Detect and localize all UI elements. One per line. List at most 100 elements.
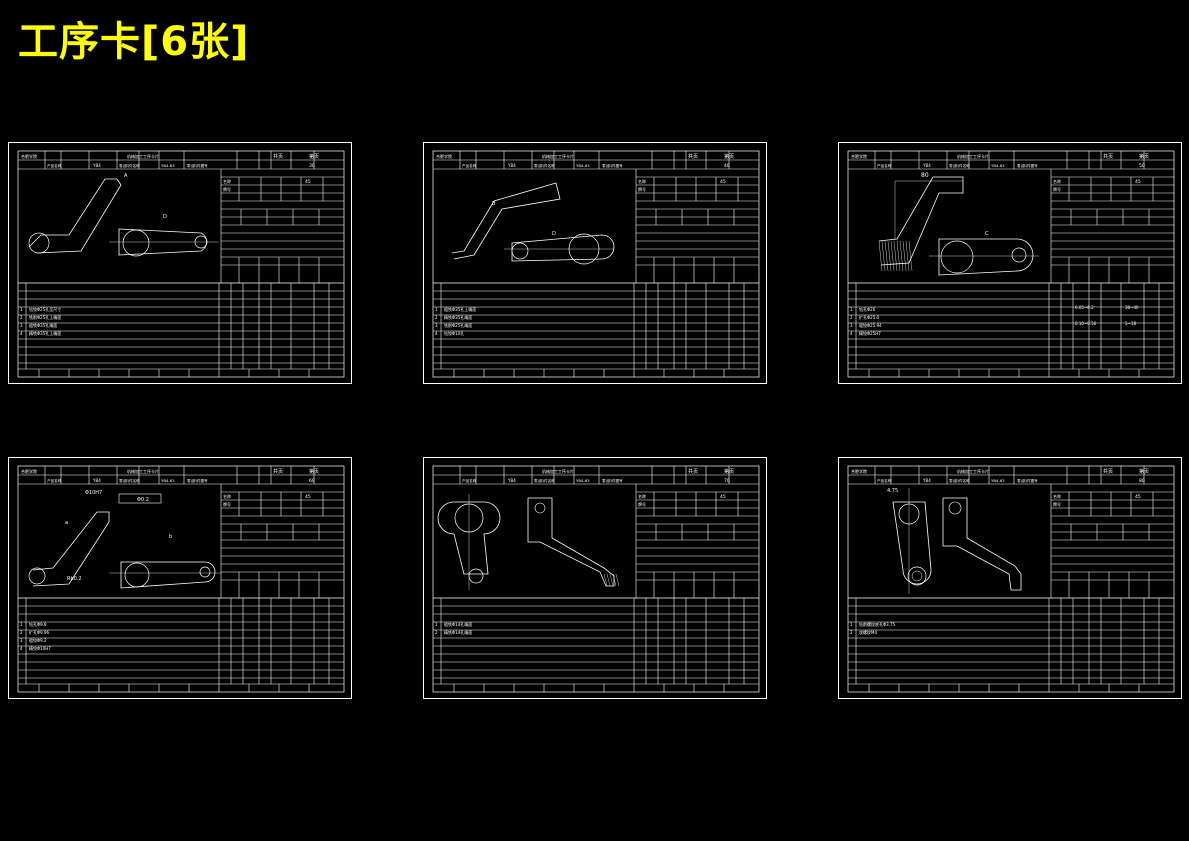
step-number: 2 (850, 630, 853, 635)
cutting-value: 5~18 (1125, 321, 1136, 326)
process-step: 粗铣Φ35孔上端面 (444, 306, 476, 312)
step-number: 4 (435, 331, 438, 336)
school-name: 合肥学院 (851, 468, 867, 474)
product-name-label: 产品名称 (462, 478, 477, 483)
process-number: 60 (309, 478, 315, 484)
step-number: 3 (20, 638, 23, 643)
hatch-line (606, 573, 611, 587)
card-title: 机械加工工序卡片 (542, 153, 574, 159)
process-step: 钻铰Φ10孔 (444, 330, 464, 336)
step-number: 2 (20, 630, 23, 635)
page-count: 共页 (688, 468, 698, 475)
material-name-label: 名称 (1053, 493, 1061, 499)
dimension-label: Rb0.2 (67, 576, 82, 582)
side-bore (948, 501, 962, 515)
part-name-label: 零(部)件名称 (534, 163, 555, 168)
part-name: YB4-63 (161, 478, 175, 483)
process-step: 粗铰Φ9.2 (29, 637, 47, 643)
cutting-value: 6.05~6.2 (1075, 305, 1094, 310)
process-step: 精铰Φ25H7 (859, 330, 881, 336)
part-name: YB4-63 (991, 478, 1005, 483)
card-title: 机械加工工序卡片 (127, 468, 159, 474)
process-step: 精铣Φ35孔上端面 (29, 330, 61, 336)
step-number: 1 (435, 622, 438, 627)
step-number: 2 (850, 315, 853, 320)
product-name-label: 产品名称 (47, 163, 62, 168)
inner-frame (432, 465, 760, 693)
part-profile (32, 511, 110, 587)
dimension-label: D (552, 231, 556, 237)
dimension-label: 4.75 (887, 488, 898, 494)
large-bore (124, 562, 150, 588)
process-number: 40 (724, 163, 730, 169)
dimension-label: Φ10H7 (85, 490, 102, 496)
hole-boss (28, 567, 46, 585)
part-drawing-label: 零(部)件图号 (1017, 478, 1038, 483)
step-number: 3 (435, 323, 438, 328)
step-number: 1 (850, 622, 853, 627)
product-name-label: 产品名称 (462, 163, 477, 168)
part-name-label: 零(部)件名称 (119, 478, 140, 483)
page-count: 共页 (273, 153, 283, 160)
material-grade-label: 牌号 (223, 501, 231, 507)
material-grade-label: 牌号 (223, 186, 231, 192)
hatch-line (905, 240, 910, 272)
process-number: 30 (309, 163, 315, 169)
product-name: YB4 (92, 478, 101, 483)
page-count: 共页 (1103, 153, 1113, 160)
material-name-label: 名称 (1053, 178, 1061, 184)
page-title: 工序卡[6张] (18, 19, 250, 65)
school-name: 合肥学院 (21, 468, 37, 474)
step-number: 1 (850, 307, 853, 312)
lever-side-view (942, 497, 1022, 591)
page-number: 第页 (309, 153, 319, 160)
material-grade: 45 (720, 179, 726, 185)
process-step: 粗铣Φ35孔端面 (29, 322, 57, 328)
step-number: 1 (20, 622, 23, 627)
step-number: 3 (20, 323, 23, 328)
plan-view (938, 238, 1034, 276)
step-number: 4 (20, 331, 23, 336)
part-drawing-label: 零(部)件图号 (602, 163, 623, 168)
school-name: 合肥学院 (436, 153, 452, 159)
lever-front-view (437, 501, 501, 575)
product-name: YB4 (507, 478, 516, 483)
small-bore (199, 566, 211, 578)
part-profile (451, 182, 561, 260)
dimension-label: D (163, 214, 167, 220)
card-title: 机械加工工序卡片 (127, 153, 159, 159)
process-number: 80 (1139, 478, 1145, 484)
cutting-value: 0.10~0.56 (1075, 321, 1097, 326)
step-number: 2 (435, 630, 438, 635)
part-name-label: 零(部)件名称 (119, 163, 140, 168)
card-title: 机械加工工序卡片 (957, 468, 989, 474)
process-step: 攻螺纹M4 (859, 629, 877, 635)
hatch-line (884, 240, 889, 272)
small-bore (907, 566, 927, 586)
page-count: 共页 (1103, 468, 1113, 475)
process-step: 铣削Φ25孔上端面 (29, 314, 61, 320)
part-drawing-label: 零(部)件图号 (602, 478, 623, 483)
school-name: 合肥学院 (21, 153, 37, 159)
lever-front-view (892, 501, 932, 585)
product-name-label: 产品名称 (877, 163, 892, 168)
material-name-label: 名称 (223, 493, 231, 499)
part-name-label: 零(部)件名称 (949, 478, 970, 483)
process-step: 精铣Φ14孔端面 (444, 629, 472, 635)
hatch-line (612, 573, 617, 587)
material-grade: 45 (1135, 494, 1141, 500)
hatch-line (603, 573, 608, 587)
inner-frame (17, 150, 345, 378)
material-grade-label: 牌号 (1053, 186, 1061, 192)
hatch-line (896, 240, 901, 272)
page-count: 共页 (273, 468, 283, 475)
